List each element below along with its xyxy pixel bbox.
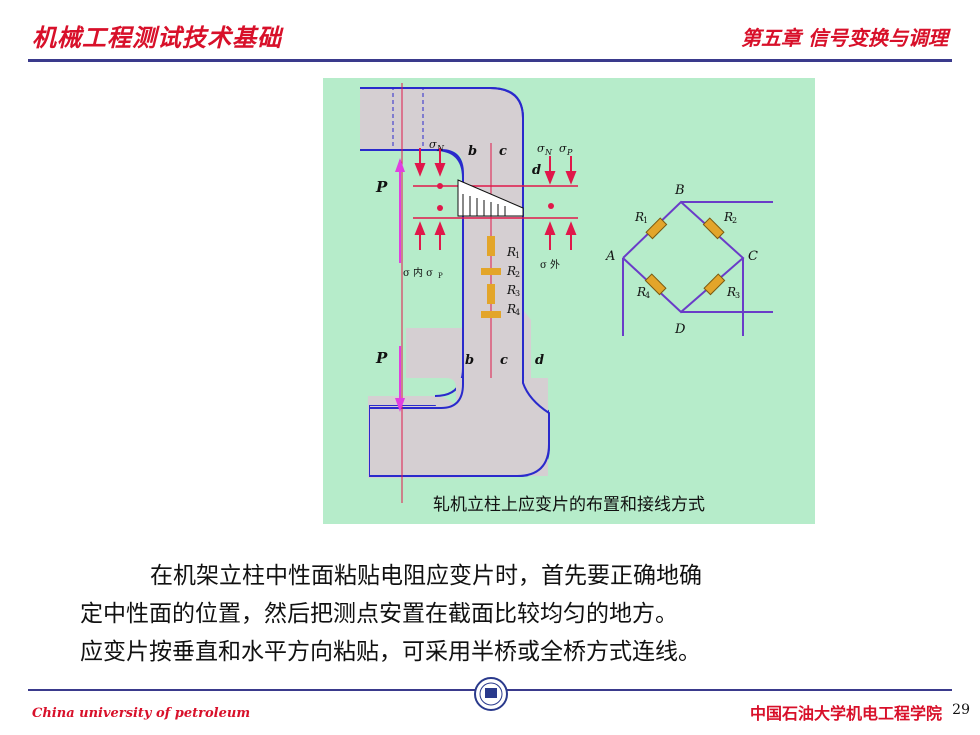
svg-text:b: b bbox=[465, 353, 474, 368]
svg-text:σ 外: σ 外 bbox=[540, 259, 560, 271]
svg-text:N: N bbox=[436, 144, 445, 153]
svg-text:3: 3 bbox=[515, 289, 520, 298]
svg-text:R: R bbox=[634, 210, 644, 224]
svg-text:3: 3 bbox=[735, 291, 740, 300]
svg-text:σ 内 σ: σ 内 σ bbox=[403, 266, 433, 279]
svg-text:σ: σ bbox=[559, 142, 567, 155]
svg-text:2: 2 bbox=[515, 270, 520, 279]
svg-text:1: 1 bbox=[643, 216, 648, 225]
svg-text:c: c bbox=[500, 353, 508, 368]
svg-text:A: A bbox=[605, 249, 615, 264]
svg-text:R: R bbox=[506, 264, 516, 278]
svg-text:R: R bbox=[726, 285, 736, 299]
svg-text:σ: σ bbox=[537, 142, 545, 155]
footer-college: 中国石油大学机电工程学院 bbox=[749, 704, 942, 723]
svg-text:d: d bbox=[535, 353, 544, 368]
svg-text:1: 1 bbox=[515, 251, 520, 260]
svg-text:4: 4 bbox=[515, 308, 520, 317]
svg-text:d: d bbox=[532, 163, 541, 178]
strain-gauge-figure: P P σ N b c d σ N σ P σ 内 σ P σ 外 R 1 R … bbox=[323, 78, 815, 524]
svg-text:R: R bbox=[506, 302, 516, 316]
svg-text:R: R bbox=[723, 210, 733, 224]
svg-text:B: B bbox=[674, 183, 685, 198]
page-number: 29 bbox=[952, 702, 970, 718]
body-line-3: 应变片按垂直和水平方向粘贴，可采用半桥或全桥方式连线。 bbox=[80, 639, 701, 665]
svg-text:σ: σ bbox=[429, 138, 437, 151]
load-label-top: P bbox=[375, 178, 388, 196]
body-paragraph: 在机架立柱中性面粘贴电阻应变片时，首先要正确地确 定中性面的位置，然后把测点安置… bbox=[80, 557, 940, 671]
svg-text:c: c bbox=[499, 144, 507, 159]
svg-text:D: D bbox=[674, 322, 686, 337]
strain-gauges bbox=[481, 236, 501, 318]
course-title: 机械工程测试技术基础 bbox=[32, 23, 282, 52]
svg-text:P: P bbox=[438, 272, 443, 280]
svg-text:P: P bbox=[566, 148, 573, 157]
university-seal-icon bbox=[474, 677, 508, 711]
svg-text:4: 4 bbox=[645, 291, 650, 300]
load-label-bottom: P bbox=[375, 349, 388, 367]
header-divider bbox=[28, 59, 952, 62]
svg-text:b: b bbox=[468, 144, 477, 159]
figure-caption: 轧机立柱上应变片的布置和接线方式 bbox=[433, 495, 705, 515]
chapter-title: 第五章 信号变换与调理 bbox=[741, 26, 948, 50]
svg-text:2: 2 bbox=[732, 216, 737, 225]
svg-text:C: C bbox=[748, 249, 758, 264]
body-line-2: 定中性面的位置，然后把测点安置在截面比较均匀的地方。 bbox=[80, 601, 678, 627]
svg-text:R: R bbox=[506, 245, 516, 259]
svg-text:R: R bbox=[636, 285, 646, 299]
svg-text:R: R bbox=[506, 283, 516, 297]
svg-text:N: N bbox=[544, 148, 553, 157]
footer-university-en: China university of petroleum bbox=[32, 706, 251, 721]
rolling-mill-column-diagram: P P σ N b c d σ N σ P σ 内 σ P σ 外 R 1 R … bbox=[360, 83, 773, 503]
body-line-1: 在机架立柱中性面粘贴电阻应变片时，首先要正确地确 bbox=[150, 563, 702, 589]
